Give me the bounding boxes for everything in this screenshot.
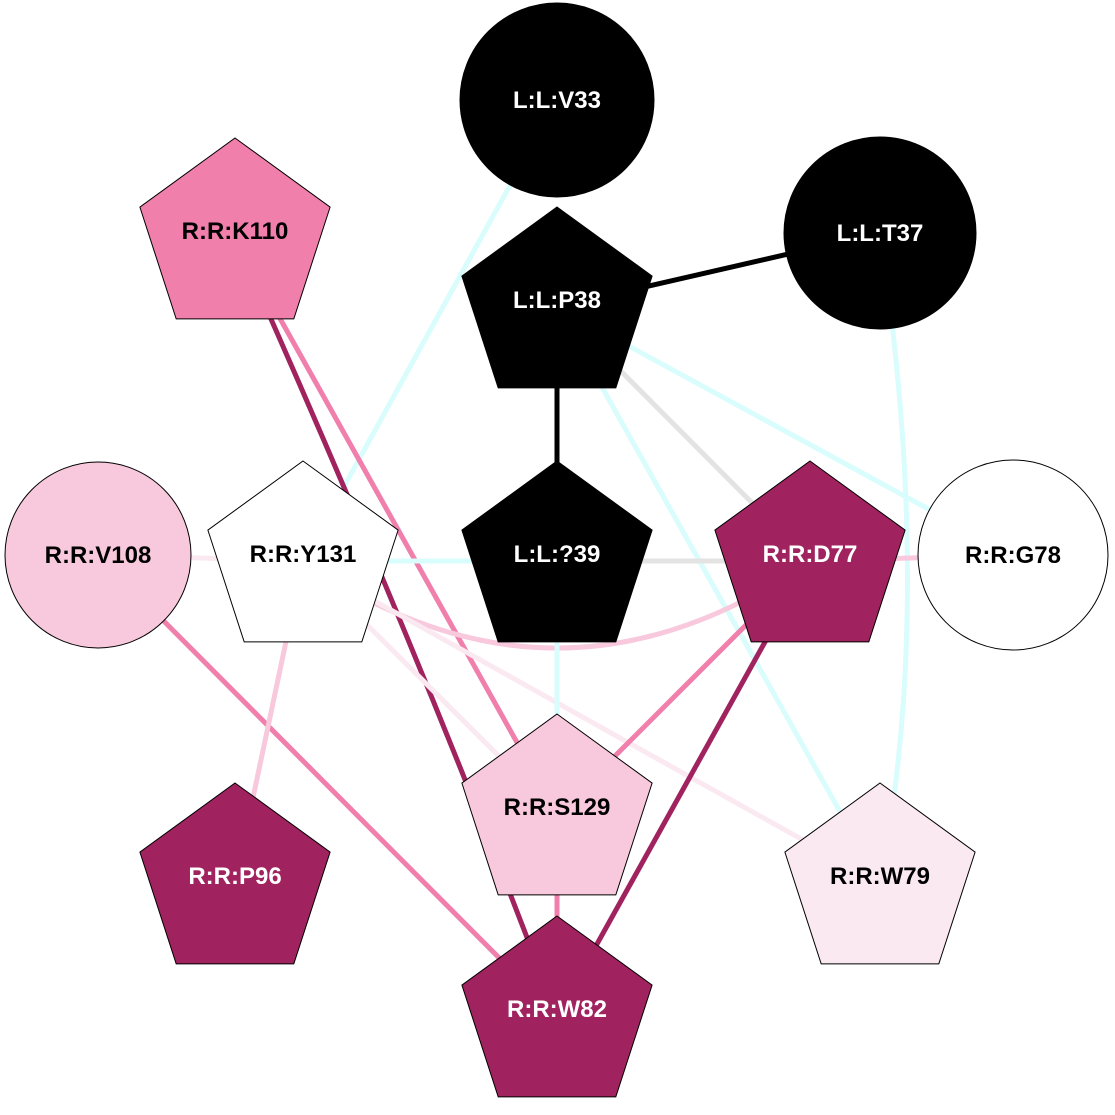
node-label: L:L:T37 <box>837 220 924 247</box>
node-Q39[interactable]: L:L:?39 <box>461 460 653 643</box>
node-D77[interactable]: R:R:D77 <box>714 460 906 643</box>
node-label: R:R:Y131 <box>250 541 357 568</box>
node-pentagon-shape <box>461 915 653 1098</box>
edge-K110-W82 <box>232 236 560 1017</box>
node-label: R:R:S129 <box>504 794 611 821</box>
edge-V108-W82 <box>96 553 559 1018</box>
node-pentagon-shape <box>461 206 653 389</box>
node-T37[interactable]: L:L:T37 <box>783 136 977 330</box>
node-label: R:R:D77 <box>763 541 858 568</box>
node-circle-shape <box>783 136 977 330</box>
node-K110[interactable]: R:R:K110 <box>139 137 331 320</box>
edge-P38-W79 <box>554 305 883 885</box>
node-pentagon-shape <box>461 713 653 896</box>
edge-Y131-W79 <box>301 558 882 886</box>
node-circle-shape <box>4 461 192 649</box>
node-S129[interactable]: R:R:S129 <box>461 713 653 896</box>
node-label: R:R:G78 <box>965 542 1061 569</box>
node-label: R:R:W82 <box>507 996 607 1023</box>
node-pentagon-shape <box>139 782 331 965</box>
node-label: R:R:W79 <box>830 863 930 890</box>
node-pentagon-shape <box>139 137 331 320</box>
node-label: R:R:P96 <box>188 863 281 890</box>
node-label: L:L:P38 <box>513 287 601 314</box>
node-label: R:R:K110 <box>182 218 289 245</box>
node-pentagon-shape <box>461 460 653 643</box>
node-P38[interactable]: L:L:P38 <box>461 206 653 389</box>
node-G78[interactable]: R:R:G78 <box>917 459 1109 651</box>
node-label: L:L:?39 <box>514 541 601 568</box>
node-Y131[interactable]: R:R:Y131 <box>207 460 399 643</box>
node-W82[interactable]: R:R:W82 <box>461 915 653 1098</box>
node-circle-shape <box>459 2 655 198</box>
node-P96[interactable]: R:R:P96 <box>139 782 331 965</box>
edge-K110-S129 <box>232 236 560 816</box>
node-V33[interactable]: L:L:V33 <box>459 2 655 198</box>
node-circle-shape <box>917 459 1109 651</box>
node-V108[interactable]: R:R:V108 <box>4 461 192 649</box>
node-label: R:R:V108 <box>45 542 152 569</box>
node-W79[interactable]: R:R:W79 <box>784 782 976 965</box>
node-label: L:L:V33 <box>513 87 601 114</box>
node-pentagon-shape <box>784 782 976 965</box>
node-pentagon-shape <box>207 460 399 643</box>
node-pentagon-shape <box>714 460 906 643</box>
